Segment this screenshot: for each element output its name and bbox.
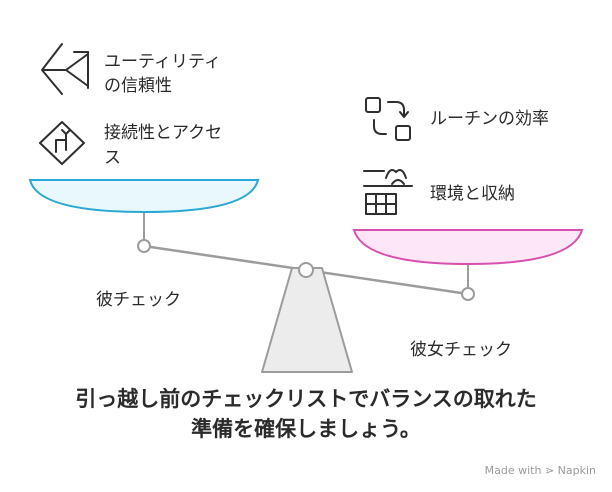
right-item-1-line1: ルーチンの効率 [430, 109, 549, 129]
left-pivot [137, 239, 151, 253]
title-line1: 引っ越し前のチェックリストでバランスの取れた [75, 387, 537, 411]
right-item-2-line1: 環境と収納 [430, 184, 515, 204]
scale-stand [261, 267, 353, 373]
napkin-watermark: Made with ⋗ Napkin [485, 464, 596, 477]
right-caption: 彼女チェック [410, 340, 512, 360]
right-pivot [461, 287, 475, 301]
network-icon [41, 43, 89, 95]
left-item-1-line1: ユーティリティ [104, 52, 221, 72]
title-line2: 準備を確保しましょう。 [191, 417, 421, 441]
route-sign-icon [39, 121, 85, 165]
left-item-1-line2: の信頼性 [104, 76, 172, 96]
left-pan [28, 179, 260, 214]
routine-flow-icon [365, 97, 411, 141]
storage-icon [363, 169, 413, 215]
left-caption: 彼チェック [96, 290, 181, 310]
left-item-2-line2: ス [104, 148, 121, 168]
right-pan [352, 229, 584, 266]
left-item-2-line1: 接続性とアクセ [104, 123, 222, 143]
center-pivot [298, 262, 314, 278]
